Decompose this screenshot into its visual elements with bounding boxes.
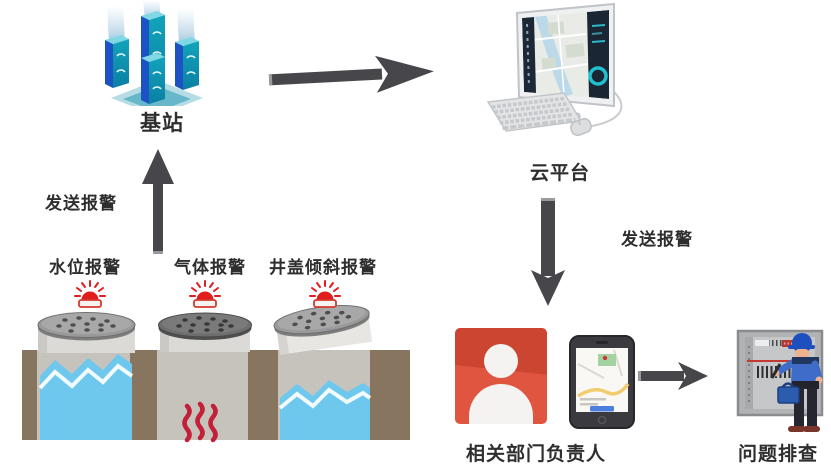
manholes-scene bbox=[22, 280, 410, 443]
send-alarm-up-label: 发送报警 bbox=[45, 194, 117, 213]
send-alarm-down-label: 发送报警 bbox=[621, 230, 693, 249]
manhole-gas bbox=[158, 312, 252, 443]
manhole-tilt bbox=[273, 305, 373, 440]
tower bbox=[175, 37, 199, 90]
water-level-alarm-label: 水位报警 bbox=[49, 258, 121, 277]
cover-holes bbox=[292, 310, 352, 330]
troubleshoot-label: 问题排查 bbox=[737, 444, 818, 465]
contact-person-icon bbox=[455, 328, 547, 424]
arrow-base-to-cloud bbox=[268, 55, 434, 93]
alarm-siren-icon bbox=[189, 280, 221, 308]
cloud-platform-label: 云平台 bbox=[529, 163, 590, 184]
alarm-siren-icon bbox=[74, 280, 106, 308]
gas-alarm-label: 气体报警 bbox=[174, 258, 246, 277]
alarm-siren-icon bbox=[309, 280, 341, 308]
arrow-department-to-troubleshoot bbox=[638, 362, 708, 390]
arrow-cloud-to-department bbox=[531, 198, 565, 306]
base-station-label: 基站 bbox=[140, 112, 184, 135]
keyboard-icon bbox=[486, 92, 583, 132]
manhole-water-level bbox=[37, 312, 136, 440]
cover-holes bbox=[56, 316, 116, 333]
worker-figure bbox=[770, 333, 823, 432]
contact-body bbox=[469, 384, 533, 424]
smartphone-map-icon bbox=[569, 335, 635, 429]
monitor-screen bbox=[522, 10, 609, 99]
cover-tilt-alarm-label: 井盖倾斜报警 bbox=[269, 258, 377, 277]
contact-head bbox=[484, 344, 518, 378]
worker-at-cabinet-icon bbox=[736, 329, 824, 432]
base-station-towers-icon bbox=[105, 0, 203, 106]
cover-holes bbox=[176, 316, 234, 333]
department-head-label: 相关部门负责人 bbox=[465, 444, 606, 465]
gas-waves-icon bbox=[182, 401, 218, 443]
tower bbox=[105, 35, 129, 88]
tower bbox=[141, 53, 165, 104]
arrow-manholes-to-base bbox=[142, 149, 174, 254]
monitor-map-dashboard-icon bbox=[486, 2, 623, 137]
mouse-icon bbox=[570, 117, 592, 137]
